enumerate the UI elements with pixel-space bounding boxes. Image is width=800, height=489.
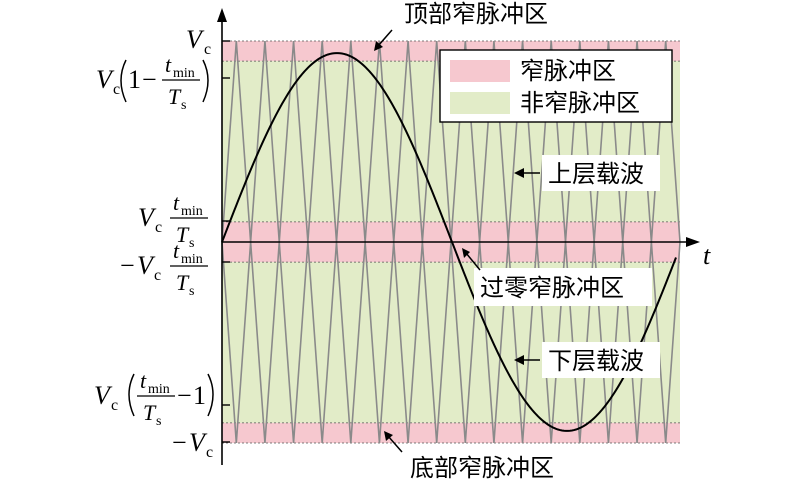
- svg-text:V: V: [186, 25, 205, 54]
- svg-text:−: −: [172, 428, 187, 457]
- svg-text:T: T: [176, 222, 190, 247]
- svg-text:t: t: [165, 52, 172, 77]
- svg-text:c: c: [206, 444, 213, 461]
- legend-label-nonnarrow: 非窄脉冲区: [520, 89, 640, 117]
- axes: [217, 8, 700, 465]
- svg-text:T: T: [176, 270, 190, 295]
- bottom-narrow-band: [222, 422, 680, 443]
- bottom-zone-annotation: 底部窄脉冲区: [384, 431, 554, 482]
- svg-text:−: −: [177, 381, 192, 410]
- y-label-vc: V c: [186, 25, 211, 58]
- svg-text:1: 1: [128, 65, 141, 94]
- y-label-neg-vc: − V c: [172, 428, 213, 461]
- svg-text:s: s: [156, 414, 161, 429]
- svg-text:c: c: [204, 41, 211, 58]
- svg-text:过零窄脉冲区: 过零窄脉冲区: [480, 274, 624, 302]
- svg-text:s: s: [189, 284, 194, 299]
- svg-text:T: T: [143, 400, 157, 425]
- legend: 窄脉冲区 非窄脉冲区: [439, 49, 673, 123]
- svg-text:顶部窄脉冲区: 顶部窄脉冲区: [404, 0, 548, 28]
- upper-carrier-annotation: 上层载波: [514, 155, 660, 191]
- svg-text:V: V: [138, 203, 157, 232]
- arrow-icon: [514, 168, 524, 178]
- svg-text:下层载波: 下层载波: [548, 347, 644, 375]
- svg-text:min: min: [181, 252, 203, 267]
- svg-text:min: min: [148, 382, 170, 397]
- zero-zone-annotation: 过零窄脉冲区: [462, 248, 652, 306]
- arrow-icon: [514, 355, 524, 365]
- svg-text:c: c: [155, 219, 162, 236]
- arrow-icon: [374, 41, 383, 51]
- svg-text:V: V: [189, 428, 208, 457]
- svg-text:−: −: [120, 251, 135, 280]
- y-label-neg-vc-frac: − V c t min T s: [120, 238, 208, 299]
- legend-swatch-nonnarrow: [450, 92, 510, 114]
- svg-text:c: c: [154, 267, 161, 284]
- svg-text:V: V: [137, 251, 156, 280]
- svg-text:V: V: [96, 65, 115, 94]
- svg-text:c: c: [113, 81, 120, 98]
- arrow-icon: [462, 248, 470, 258]
- svg-text:−: −: [142, 65, 157, 94]
- arrow-icon: [384, 431, 393, 441]
- t-axis-label: t: [703, 241, 711, 270]
- svg-text:s: s: [189, 236, 194, 251]
- legend-label-narrow: 窄脉冲区: [520, 57, 616, 85]
- sine-reference-wave: [221, 52, 677, 432]
- svg-text:上层载波: 上层载波: [548, 160, 644, 188]
- svg-text:min: min: [181, 204, 203, 219]
- top-zone-annotation: 顶部窄脉冲区: [374, 0, 548, 51]
- svg-text:T: T: [168, 84, 182, 109]
- y-label-vc-one-minus-frac: V c 1 − t min T s: [96, 52, 209, 113]
- svg-text:s: s: [181, 98, 186, 113]
- t-axis-arrow-icon: [686, 237, 700, 247]
- y-label-vc-frac-minus-one: V c t min T s − 1: [94, 368, 214, 429]
- svg-text:t: t: [173, 238, 180, 263]
- svg-text:t: t: [140, 368, 147, 393]
- svg-text:c: c: [111, 397, 118, 414]
- y-label-vc-frac: V c t min T s: [138, 190, 208, 251]
- svg-text:t: t: [173, 190, 180, 215]
- svg-text:底部窄脉冲区: 底部窄脉冲区: [410, 454, 554, 482]
- legend-swatch-narrow: [450, 60, 510, 82]
- y-axis-arrow-icon: [217, 8, 227, 22]
- svg-text:min: min: [173, 66, 195, 81]
- lower-carrier-annotation: 下层载波: [514, 342, 660, 378]
- svg-text:V: V: [94, 381, 113, 410]
- svg-text:1: 1: [193, 381, 206, 410]
